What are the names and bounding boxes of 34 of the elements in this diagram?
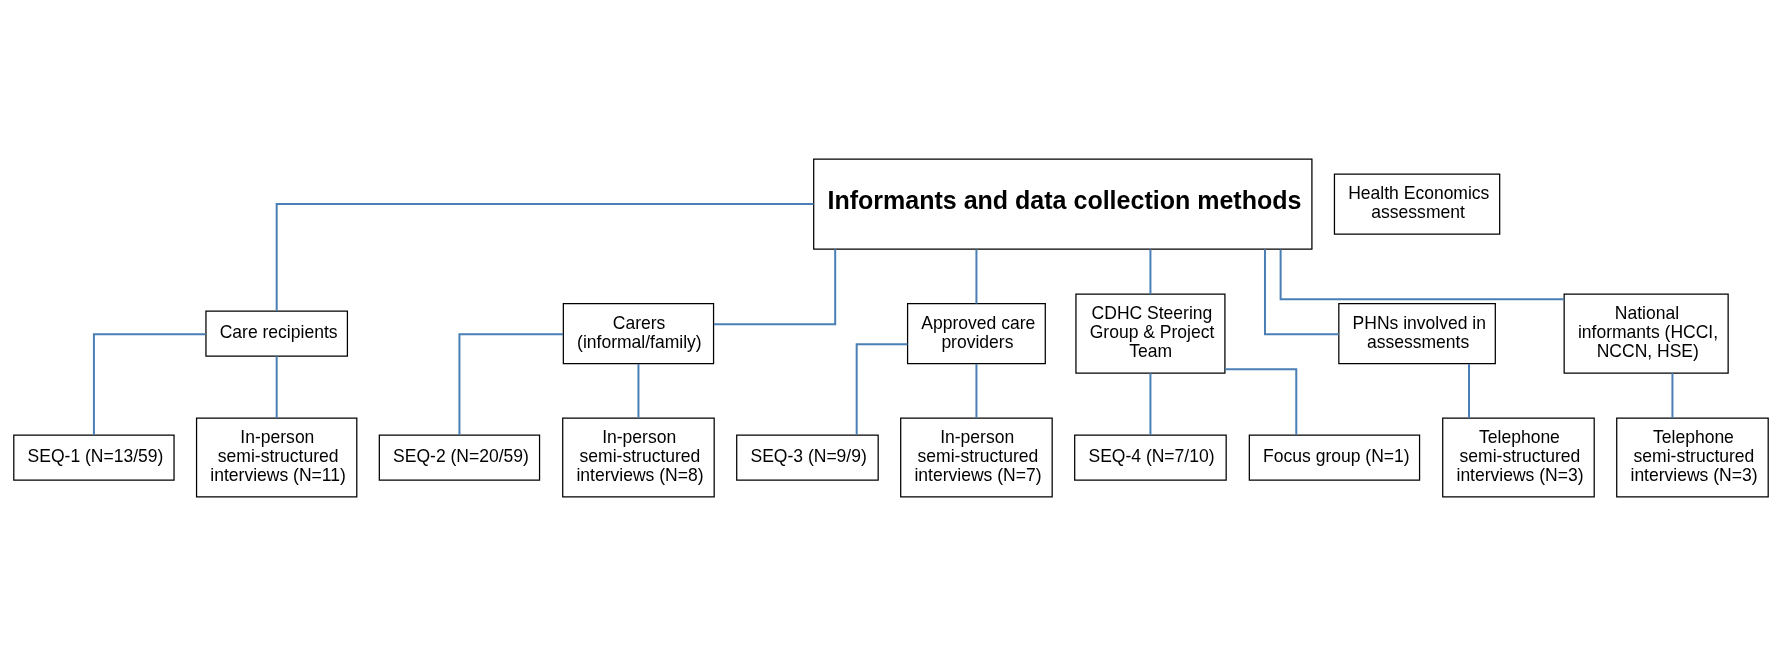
connector — [275, 355, 278, 419]
node-box: Informants and data collection methods — [813, 158, 1313, 250]
connector — [855, 343, 909, 436]
node-box: Health Economics assessment — [1333, 173, 1501, 235]
connector — [458, 333, 565, 436]
node-box: PHNs involved in assessments — [1338, 302, 1496, 365]
node-box: Carers (informal/family) — [562, 302, 715, 365]
node-box: CDHC Steering Group & Project Team — [1075, 293, 1226, 374]
node-box: Telephone semi-structured interviews (N=3) — [1442, 417, 1595, 498]
connector — [92, 333, 207, 436]
connector — [1279, 248, 1566, 301]
connector — [975, 362, 978, 419]
node-box: Approved care providers — [906, 302, 1046, 365]
connector — [1224, 368, 1298, 436]
connector — [975, 248, 978, 305]
connector — [1671, 372, 1674, 419]
node-box: In-person semi-structured interviews (N=11) — [195, 417, 358, 498]
node-box: In-person semi-structured interviews (N=8) — [562, 417, 715, 498]
connector — [637, 362, 640, 419]
node-box: In-person semi-structured interviews (N=7) — [900, 417, 1053, 498]
node-box: SEQ-3 (N=9/9) — [736, 434, 879, 481]
connector — [712, 248, 837, 326]
connector — [1149, 372, 1152, 436]
node-box: Telephone semi-structured interviews (N=3) — [1616, 417, 1769, 498]
node-box: National informants (HCCI, NCCN, HSE) — [1563, 293, 1729, 374]
connector — [275, 203, 815, 313]
node-box: Care recipients — [205, 310, 349, 357]
node-box: SEQ-2 (N=20/59) — [378, 434, 541, 481]
node-box: SEQ-4 (N=7/10) — [1074, 434, 1227, 481]
connector — [1468, 362, 1470, 419]
connector — [1149, 248, 1152, 296]
connector — [1263, 248, 1340, 336]
node-box: Focus group (N=1) — [1248, 434, 1421, 481]
node-box: SEQ-1 (N=13/59) — [13, 434, 175, 481]
